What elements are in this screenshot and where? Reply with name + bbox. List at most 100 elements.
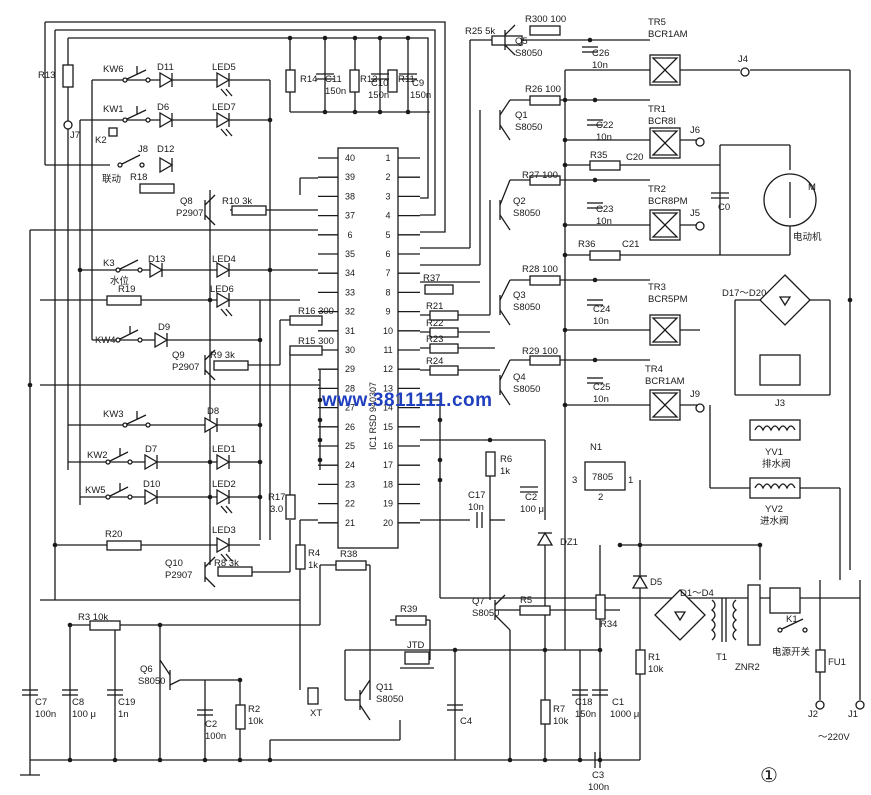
resistor-r39: [395, 615, 427, 626]
label-r10: R10 3k: [222, 196, 252, 207]
label-c8: C8: [72, 697, 84, 708]
label-q8: Q8: [180, 196, 193, 207]
label-d10: D10: [143, 479, 160, 490]
resistor-r36: [589, 250, 621, 261]
jack-j4: [740, 67, 750, 77]
transistor-q3: [499, 279, 511, 326]
label-r13: R13: [38, 70, 55, 81]
label-c3: C3: [592, 770, 604, 781]
resistor-r300: [529, 25, 561, 36]
resistor-r29: [529, 355, 561, 366]
label-tr3: TR3: [648, 282, 666, 293]
resistor-r22: [429, 327, 459, 338]
label-d7: D7: [145, 444, 157, 455]
label-q3: Q3: [513, 290, 526, 301]
label-r17: R17: [268, 492, 285, 503]
label-c1: C1: [612, 697, 624, 708]
label-r18: R18: [130, 172, 147, 183]
led-led1: [216, 453, 231, 471]
diode-d7: [144, 453, 159, 471]
label-led3: LED3: [212, 525, 236, 536]
label-7805: 7805: [592, 472, 613, 483]
capacitor-c8: [62, 689, 78, 696]
resistor-r7: [540, 699, 551, 725]
diode-d11: [159, 71, 174, 89]
transistor-q5: [504, 24, 516, 56]
diode-d8: [204, 416, 219, 434]
ic1-pin-right-2: 2: [385, 172, 390, 182]
capacitors: [22, 46, 729, 768]
label-led2: LED2: [212, 479, 236, 490]
switch-kw5: [105, 483, 133, 500]
label-r23: R23: [426, 334, 443, 345]
label-j5: J5: [690, 208, 700, 219]
ic1-pin-right-11: 11: [383, 345, 392, 355]
label-r25: R25 5k: [465, 26, 495, 37]
triac-tr2: [649, 209, 681, 241]
resistor-r18: [139, 183, 175, 194]
capacitor-c17: [476, 512, 483, 528]
resistor-r14: [285, 69, 296, 93]
transistor-q4: [499, 359, 511, 406]
label-r1-value: 10k: [648, 664, 664, 675]
label-r8: R8 3k: [214, 558, 239, 569]
resistor-r12: [349, 69, 360, 93]
label-c9: C9: [412, 78, 424, 89]
label-znr2: ZNR2: [735, 662, 760, 673]
label-k2: K2: [95, 135, 107, 146]
capacitor-c4: [447, 704, 463, 711]
label-r21: R21: [426, 301, 443, 312]
label-c2a: C2: [525, 492, 537, 503]
label-tr1: TR1: [648, 104, 666, 115]
resistor-r37: [424, 284, 454, 295]
resistor-r5: [519, 605, 551, 616]
resistor-r34: [595, 594, 606, 620]
ic1-pin-left-29: 29: [345, 364, 355, 374]
label-c1-value: 1000 μ: [610, 709, 639, 720]
label-c18: C18: [575, 697, 592, 708]
varistor-znr2: [747, 584, 761, 646]
label-tr5: TR5: [648, 17, 666, 28]
label-q9-type: P2907: [172, 362, 199, 373]
label-led7: LED7: [212, 102, 236, 113]
label-q7-type: S8050: [472, 608, 499, 619]
ic1-pin-right-8: 8: [385, 287, 390, 297]
label-c2-value: 100n: [205, 731, 226, 742]
ic1-pin-right-12: 12: [383, 364, 393, 374]
capacitor-c2a: [520, 486, 538, 493]
label-kw2: KW2: [87, 450, 108, 461]
capacitor-c26: [582, 46, 598, 53]
label-jinshui: 进水阀: [760, 515, 789, 527]
triac-tr3: [649, 314, 681, 346]
transistor-q8: [204, 194, 216, 226]
label-pin3: 3: [572, 475, 577, 486]
resistor-r21: [429, 310, 459, 321]
resistor-r8: [217, 566, 253, 577]
switch-kw2: [105, 448, 133, 465]
diode-dz1: [536, 531, 554, 546]
label-q6: Q6: [140, 664, 153, 675]
ic1-chip: 403938376353433323130292827262524232221 …: [318, 147, 420, 549]
label-r22: R22: [426, 318, 443, 329]
connector-j3: [759, 354, 801, 386]
label-c21: C21: [622, 239, 639, 250]
ic1-pin-left-35: 35: [345, 249, 355, 259]
label-j1: J1: [848, 709, 858, 720]
label-q3-type: S8050: [513, 302, 540, 313]
resistor-r11: [387, 69, 398, 93]
resistor-r13: [62, 64, 74, 88]
ic1-pin-right-1: 1: [385, 153, 390, 163]
transistor-q1: [499, 99, 511, 141]
led-led5: [216, 71, 233, 97]
label-r2: R2: [248, 704, 260, 715]
diode-d10: [144, 488, 159, 506]
label-r26: R26 100: [525, 84, 561, 95]
ic1-pin-left-38: 38: [345, 191, 355, 201]
jack-j2: [815, 700, 825, 710]
jack-j1: [855, 700, 865, 710]
ic1-pin-right-9: 9: [385, 307, 390, 317]
label-r35: R35: [590, 150, 607, 161]
label-r12: R12: [360, 74, 377, 85]
ic1-pin-right-19: 19: [383, 499, 393, 509]
